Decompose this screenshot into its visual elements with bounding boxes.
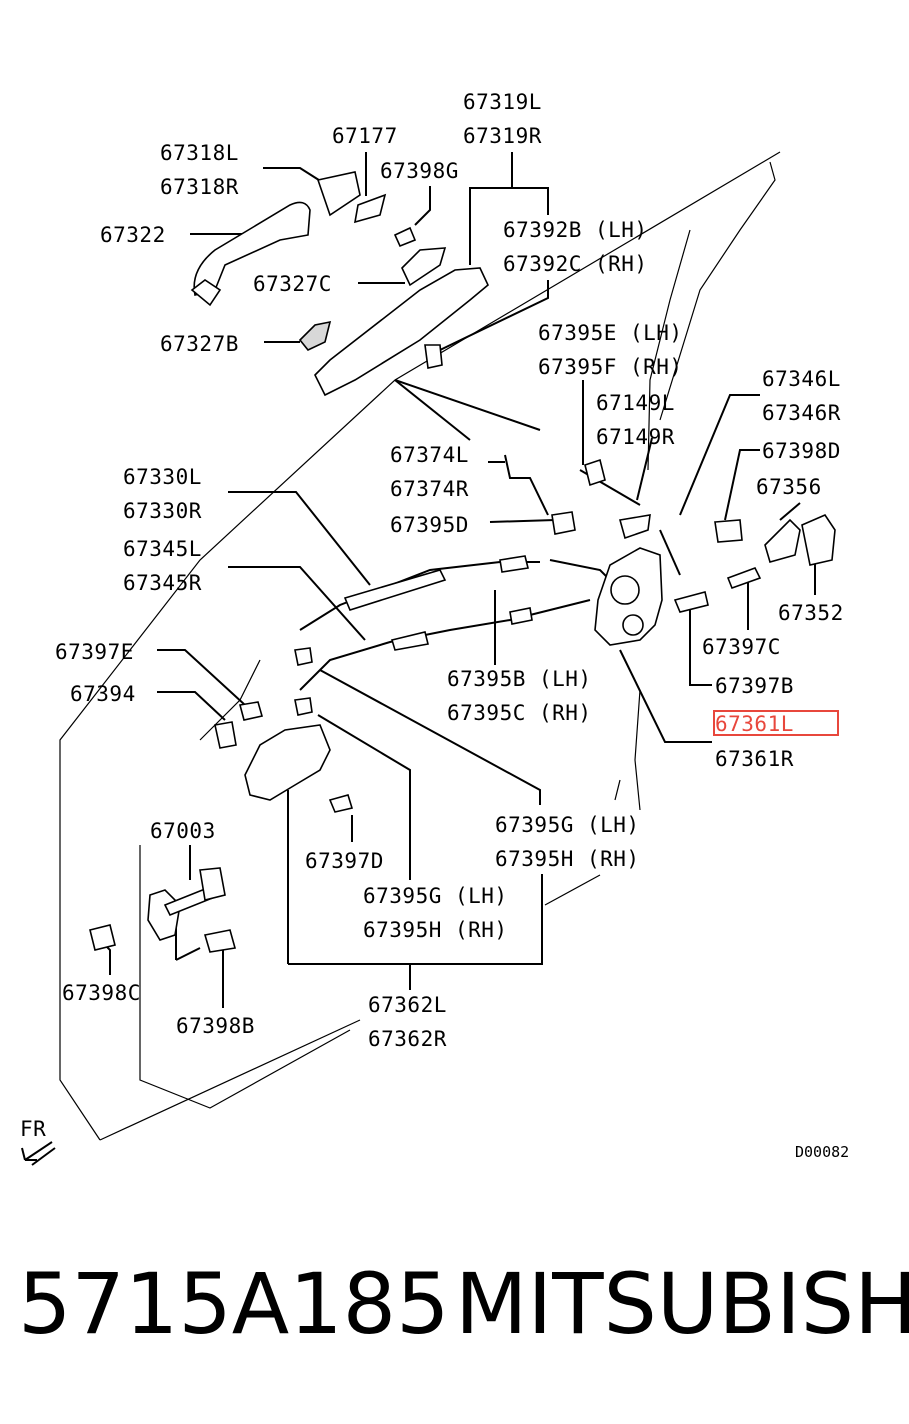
label-67397C: 67397C	[702, 635, 781, 659]
label-67397D: 67397D	[305, 849, 384, 873]
diagram-code: D00082	[795, 1143, 849, 1161]
label-67352: 67352	[778, 601, 844, 625]
brand-name: MITSUBISHI	[455, 1255, 909, 1353]
label-67398G: 67398G	[380, 159, 459, 183]
label-67362L: 67362L	[368, 993, 447, 1017]
label-67356: 67356	[756, 475, 822, 499]
label-67322: 67322	[100, 223, 166, 247]
label-67374L: 67374L	[390, 443, 469, 467]
label-67395G-2: 67395G (LH)	[363, 884, 508, 908]
label-67327C: 67327C	[253, 272, 332, 296]
label-67330R: 67330R	[123, 499, 202, 523]
handle-frame	[298, 193, 489, 397]
label-67395D: 67395D	[390, 513, 469, 537]
label-fr: FR	[20, 1117, 46, 1141]
latch-assembly	[551, 458, 663, 646]
label-67395G-1: 67395G (LH)	[495, 813, 640, 837]
label-67374R: 67374R	[390, 477, 469, 501]
label-67345R: 67345R	[123, 571, 202, 595]
label-67361R: 67361R	[715, 747, 794, 771]
label-67395F: 67395F (RH)	[538, 355, 683, 379]
label-67395H-1: 67395H (RH)	[495, 847, 640, 871]
label-67149R: 67149R	[596, 425, 675, 449]
label-67003: 67003	[150, 819, 216, 843]
label-67361L: 67361L	[715, 712, 794, 736]
label-67397E: 67397E	[55, 640, 134, 664]
label-67346L: 67346L	[762, 367, 841, 391]
label-67397B: 67397B	[715, 674, 794, 698]
label-67346R: 67346R	[762, 401, 841, 425]
outside-handle	[190, 171, 361, 307]
striker	[673, 513, 836, 613]
label-67395E: 67395E (LH)	[538, 321, 683, 345]
highlight-box	[713, 710, 839, 736]
label-67394: 67394	[70, 682, 136, 706]
label-67318L: 67318L	[160, 141, 239, 165]
label-67398C: 67398C	[62, 981, 141, 1005]
label-67318R: 67318R	[160, 175, 239, 199]
leader-lines	[99, 152, 816, 1008]
part-number: 5715A185	[18, 1255, 450, 1353]
door-outline	[59, 151, 781, 1141]
label-67345L: 67345L	[123, 537, 202, 561]
label-67395B: 67395B (LH)	[447, 667, 592, 691]
label-67398B: 67398B	[176, 1014, 255, 1038]
label-67319R: 67319R	[463, 124, 542, 148]
label-67395C: 67395C (RH)	[447, 701, 592, 725]
label-67395H-2: 67395H (RH)	[363, 918, 508, 942]
label-67392B: 67392B (LH)	[503, 218, 648, 242]
label-67330L: 67330L	[123, 465, 202, 489]
door-check	[89, 867, 237, 953]
label-67362R: 67362R	[368, 1027, 447, 1051]
label-67177: 67177	[332, 124, 398, 148]
label-67319L: 67319L	[463, 90, 542, 114]
label-67149L: 67149L	[596, 391, 675, 415]
label-67392C: 67392C (RH)	[503, 252, 648, 276]
inside-handle	[214, 647, 354, 813]
callout-labels: 67319L 67319R 67177 67318L 67318R 67398G…	[20, 90, 849, 1161]
front-arrow-icon	[21, 1141, 56, 1166]
cables	[299, 555, 591, 691]
label-67327B: 67327B	[160, 332, 239, 356]
label-67398D: 67398D	[762, 439, 841, 463]
